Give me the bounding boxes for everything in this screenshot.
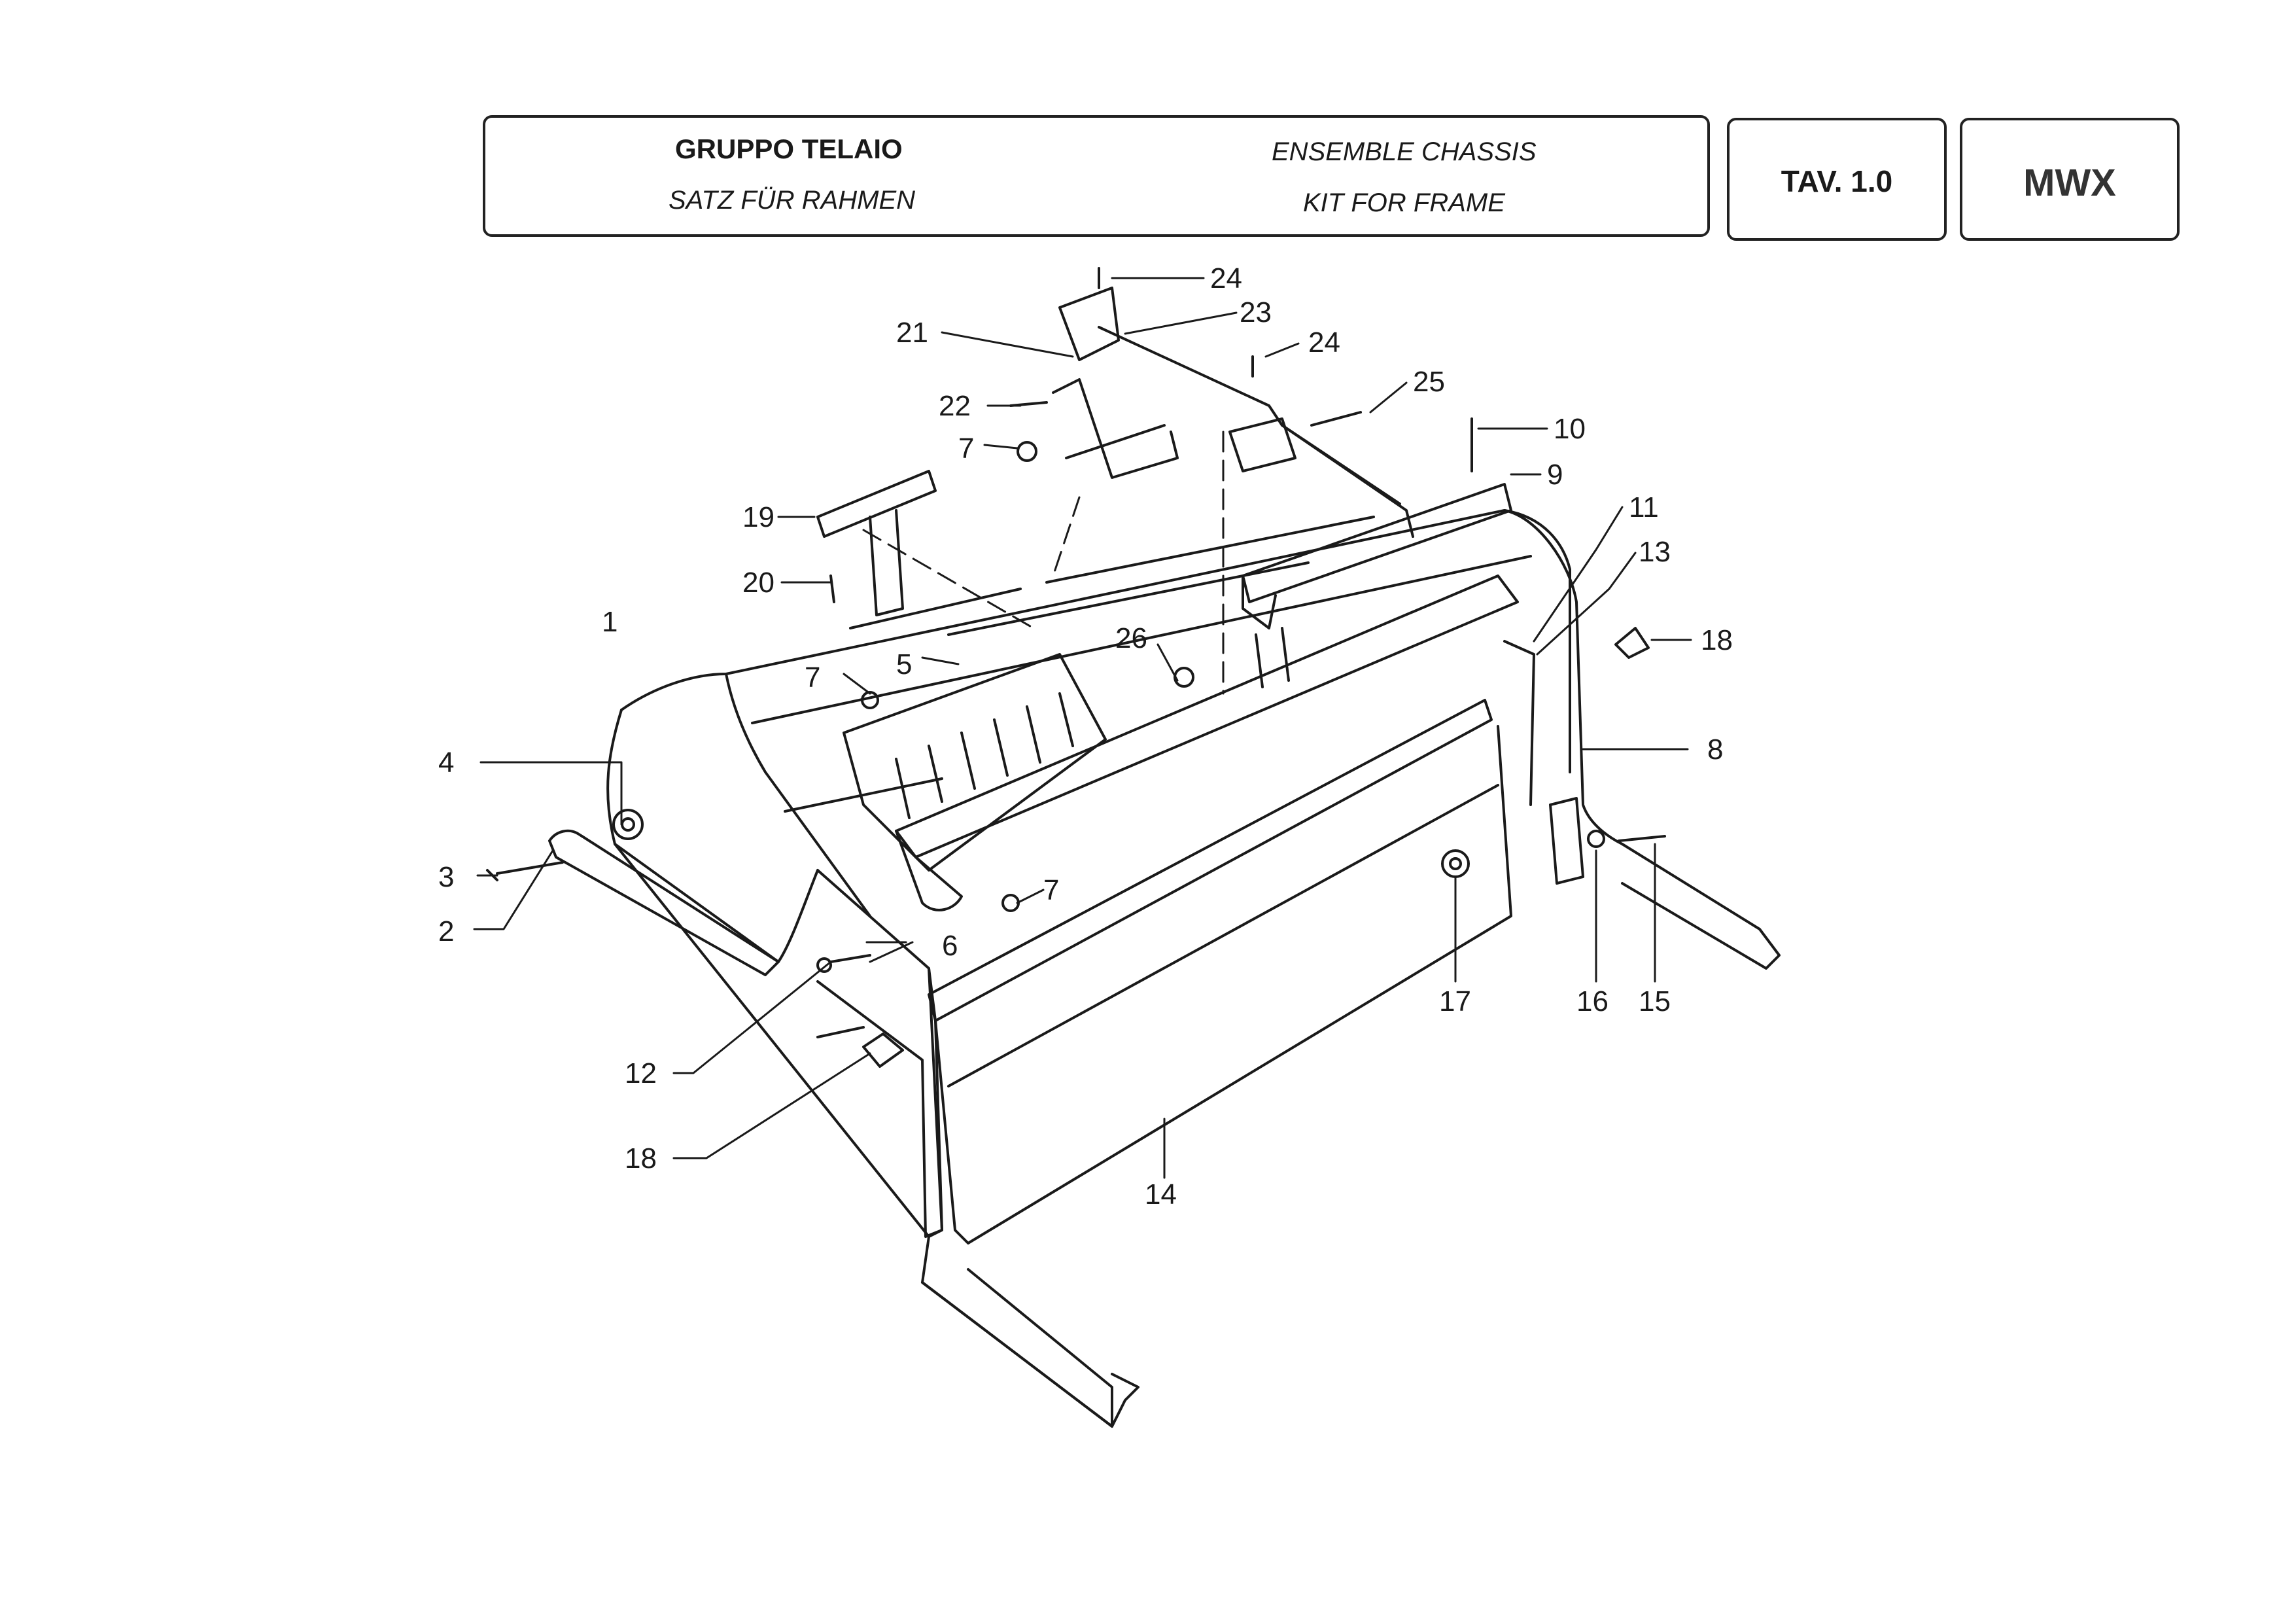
adjustment-bar — [895, 574, 1519, 911]
callout-20: 20 — [742, 567, 774, 599]
callout-26: 26 — [1115, 622, 1147, 654]
callout-18-right: 18 — [1701, 624, 1733, 656]
title-italian: GRUPPO TELAIO — [675, 133, 903, 164]
callout-11: 11 — [1629, 491, 1659, 523]
callout-8: 8 — [1707, 733, 1723, 766]
callout-6: 6 — [942, 930, 958, 962]
title-english: KIT FOR FRAME — [1303, 188, 1505, 217]
callout-4: 4 — [438, 747, 454, 779]
callout-numbers: 24 23 24 21 22 7 25 10 9 19 20 11 13 18 … — [438, 262, 1733, 1210]
side-plate-right — [1549, 797, 1584, 885]
model-code: MWX — [2023, 162, 2116, 204]
upper-bracket — [1242, 483, 1512, 688]
callout-9: 9 — [1547, 459, 1563, 491]
callout-7-top: 7 — [958, 432, 974, 465]
model-code-box: MWX — [1960, 118, 2180, 241]
rear-flap — [928, 699, 1512, 1244]
callout-21: 21 — [896, 317, 928, 349]
callout-23: 23 — [1240, 296, 1272, 328]
callout-25: 25 — [1413, 366, 1445, 398]
callout-22: 22 — [939, 390, 971, 422]
leader-lines — [473, 277, 1692, 1179]
table-ref: TAV. 1.0 — [1781, 164, 1893, 198]
callout-15: 15 — [1639, 985, 1671, 1017]
callout-1: 1 — [602, 606, 617, 638]
grille-plate — [843, 653, 1107, 872]
callout-13: 13 — [1639, 536, 1671, 568]
callout-2: 2 — [438, 915, 454, 947]
callout-7-mid: 7 — [805, 662, 820, 694]
callout-5: 5 — [896, 648, 912, 680]
table-ref-box: TAV. 1.0 — [1727, 118, 1947, 241]
callout-16: 16 — [1576, 985, 1609, 1017]
title-german: SATZ FÜR RAHMEN — [669, 186, 916, 215]
callout-17: 17 — [1439, 985, 1471, 1017]
assembly-lines — [862, 431, 1225, 695]
title-french: ENSEMBLE CHASSIS — [1272, 137, 1537, 166]
left-bracket — [816, 470, 937, 616]
callout-24-top: 24 — [1210, 262, 1242, 294]
callout-10: 10 — [1554, 413, 1586, 445]
callout-3: 3 — [438, 861, 454, 893]
title-block: GRUPPO TELAIO ENSEMBLE CHASSIS SATZ FÜR … — [483, 115, 1710, 237]
callout-14: 14 — [1145, 1178, 1177, 1210]
callout-24-mid: 24 — [1308, 327, 1340, 359]
callout-12: 12 — [625, 1057, 657, 1089]
callout-19: 19 — [742, 501, 774, 533]
tie-rod-assembly — [1052, 287, 1414, 538]
callout-7-low: 7 — [1043, 874, 1059, 906]
callout-18-left: 18 — [625, 1142, 657, 1174]
fasteners — [486, 267, 1666, 1068]
